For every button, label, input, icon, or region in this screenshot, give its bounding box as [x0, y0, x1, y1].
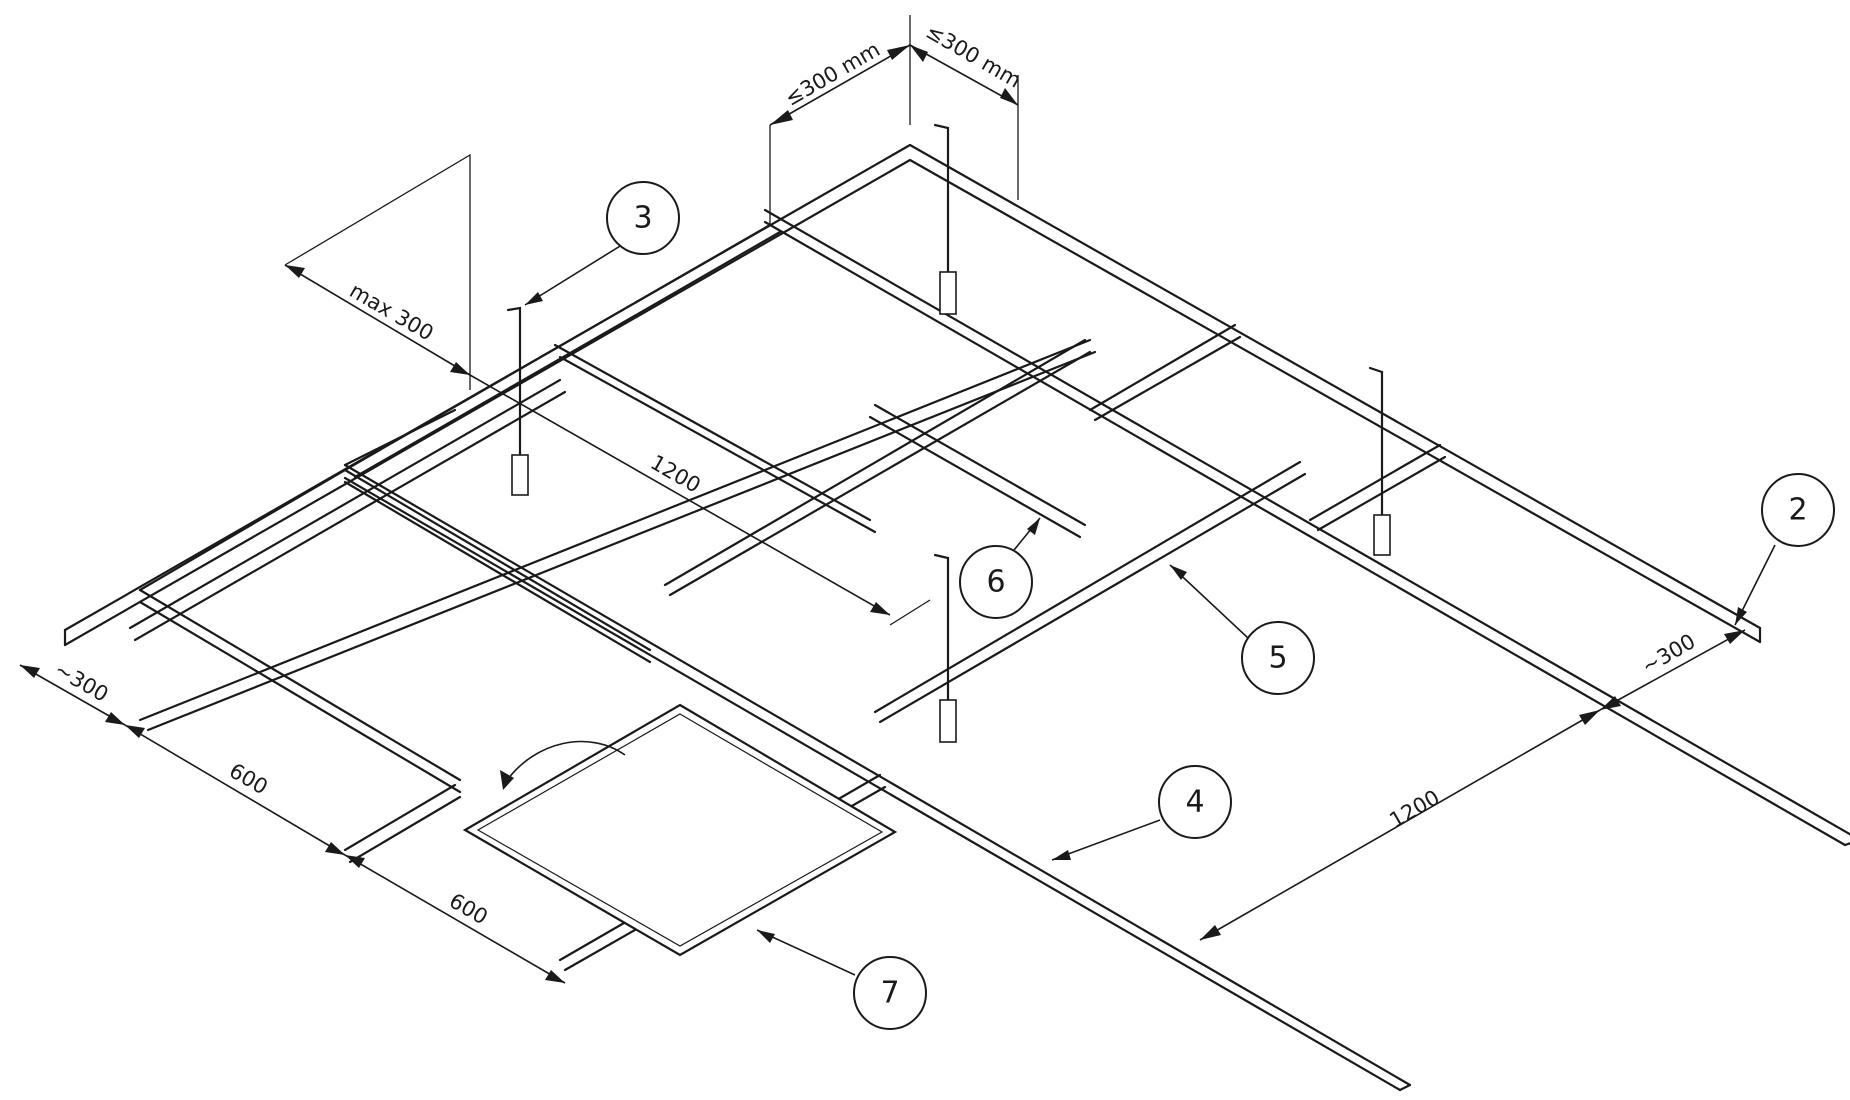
dim-600-pair: 600 600: [124, 724, 566, 984]
balloon-6: 6: [959, 517, 1041, 619]
dim-1200-upper-label: 1200: [646, 450, 704, 498]
dim-max300: max 300: [284, 153, 471, 390]
svg-text:6: 6: [986, 565, 1005, 600]
balloon-3: 3: [524, 181, 680, 306]
dim-top-right-label: ≤300 mm: [922, 19, 1025, 92]
ceiling-panel: [462, 703, 898, 957]
hangers: [506, 123, 1391, 743]
wall-angle-perimeter: [63, 143, 1762, 647]
svg-text:4: 4: [1185, 785, 1204, 820]
short-tee-item6: [553, 343, 1087, 539]
hanger-3: [1368, 366, 1391, 556]
balloon-7: 7: [756, 929, 927, 1030]
dim-1200-lower: 1200: [1199, 709, 1601, 941]
balloon-2: 2: [1734, 473, 1835, 626]
dim-1200-lower-label: 1200: [1385, 785, 1443, 833]
dim-1200-upper: 1200: [469, 374, 931, 626]
cross-tees: [128, 223, 1447, 972]
main-runners: [343, 208, 1850, 1092]
hanger-1: [506, 306, 529, 496]
svg-text:5: 5: [1268, 641, 1287, 676]
balloon-4: 4: [1051, 765, 1232, 861]
left-tee-rows: [138, 408, 652, 794]
dim-top-le300-pair: ≤300 mm ≤300 mm: [769, 15, 1025, 225]
dim-right-approx300: ~300: [1599, 629, 1746, 711]
hanger-4: [933, 553, 957, 743]
svg-text:3: 3: [633, 201, 652, 236]
svg-text:7: 7: [880, 976, 899, 1011]
balloon-5: 5: [1169, 564, 1315, 695]
dim-top-left-label: ≤300 mm: [781, 37, 884, 110]
dim-600-a-label: 600: [225, 759, 272, 800]
dim-left-approx300: ~300: [19, 657, 126, 726]
svg-text:2: 2: [1788, 493, 1807, 528]
dim-600-b-label: 600: [445, 889, 492, 930]
dim-max300-label: max 300: [345, 278, 437, 345]
hanger-2: [933, 123, 957, 315]
